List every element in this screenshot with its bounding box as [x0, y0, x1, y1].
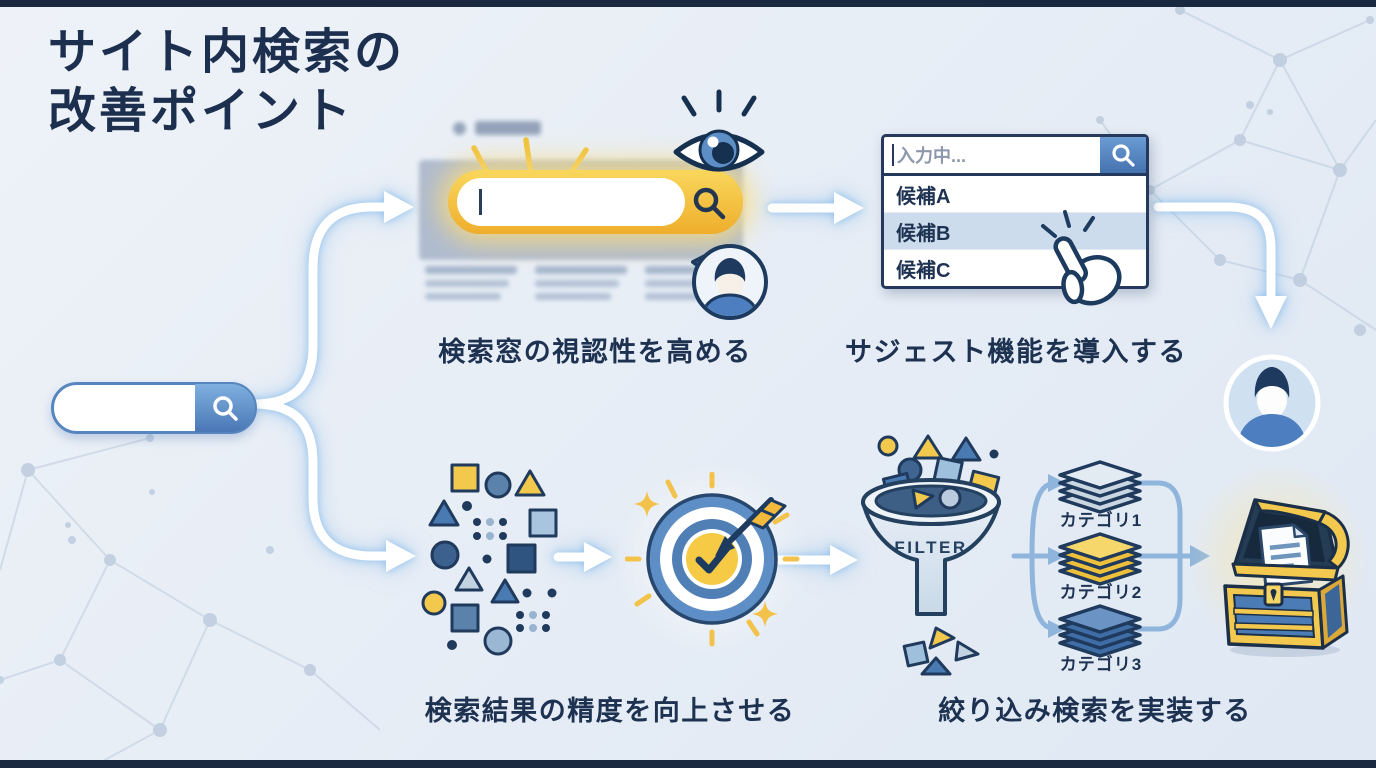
page-title: サイト内検索の 改善ポイント: [48, 24, 405, 141]
suggest-input: 入力中...: [884, 137, 1146, 176]
title-line-1: サイト内検索の: [48, 26, 406, 79]
arrow-branch-top-head: [384, 191, 414, 223]
title-line-2: 改善ポイント: [48, 84, 355, 138]
layers-icon-category-1: [1058, 460, 1142, 514]
caption-top-step1: 検索窓の視認性を高める: [438, 337, 752, 367]
bottom-edge-bar: [0, 760, 1376, 768]
treasure-chest-icon: [1223, 498, 1350, 657]
user-avatar-icon: [1223, 354, 1321, 452]
search-icon: [213, 396, 238, 421]
sparkle-icon: [752, 601, 778, 627]
mockup-logo-dot: [453, 122, 466, 135]
arrow-branch-top: [248, 202, 389, 409]
highlighted-search-bar: [448, 170, 743, 234]
top-edge-bar: [0, 0, 1376, 7]
text-cursor: [892, 144, 894, 166]
search-icon: [693, 187, 726, 220]
layers-icon-category-3: [1058, 604, 1142, 658]
source-search-bar: [51, 382, 257, 434]
suggest-input-text: 入力中...: [897, 146, 967, 166]
scattered-shapes-icon: [421, 463, 558, 656]
category-label-1: カテゴリ1: [1059, 511, 1143, 530]
caption-top-step2: サジェスト機能を導入する: [845, 337, 1187, 367]
text-cursor: [479, 189, 482, 215]
category-label-3: カテゴリ3: [1059, 655, 1143, 674]
user-speech-bubble-icon: [691, 244, 768, 320]
arrow-branch-bottom-head: [386, 540, 416, 572]
cursor-hand-icon: [1041, 210, 1122, 306]
search-icon: [1112, 144, 1135, 167]
highlighted-search-field: [457, 178, 685, 226]
mockup-logo-bar: [475, 121, 541, 135]
funnel-icon: FILTER: [861, 434, 1001, 676]
suggest-item: 候補C: [896, 259, 951, 282]
suggest-item-highlighted: 候補B: [884, 213, 1146, 250]
layers-icon-category-2: [1058, 532, 1142, 586]
arrow-target-to-funnel-head: [830, 545, 858, 575]
eye-icon: [673, 89, 765, 172]
funnel-label: FILTER: [894, 538, 967, 557]
target-icon: [625, 472, 800, 647]
arrow-searchbar-to-suggest-head: [834, 192, 864, 224]
sparkle-icon: [634, 491, 660, 517]
suggest-search-button: [1100, 137, 1146, 173]
source-search-button: [195, 384, 255, 432]
category-label-2: カテゴリ2: [1059, 583, 1143, 602]
network-pattern-bottom-left: [0, 434, 380, 768]
suggest-item: 候補A: [884, 176, 1146, 213]
caption-bottom-step1: 検索結果の精度を向上させる: [424, 696, 796, 726]
caption-bottom-step2: 絞り込み検索を実装する: [938, 696, 1252, 726]
